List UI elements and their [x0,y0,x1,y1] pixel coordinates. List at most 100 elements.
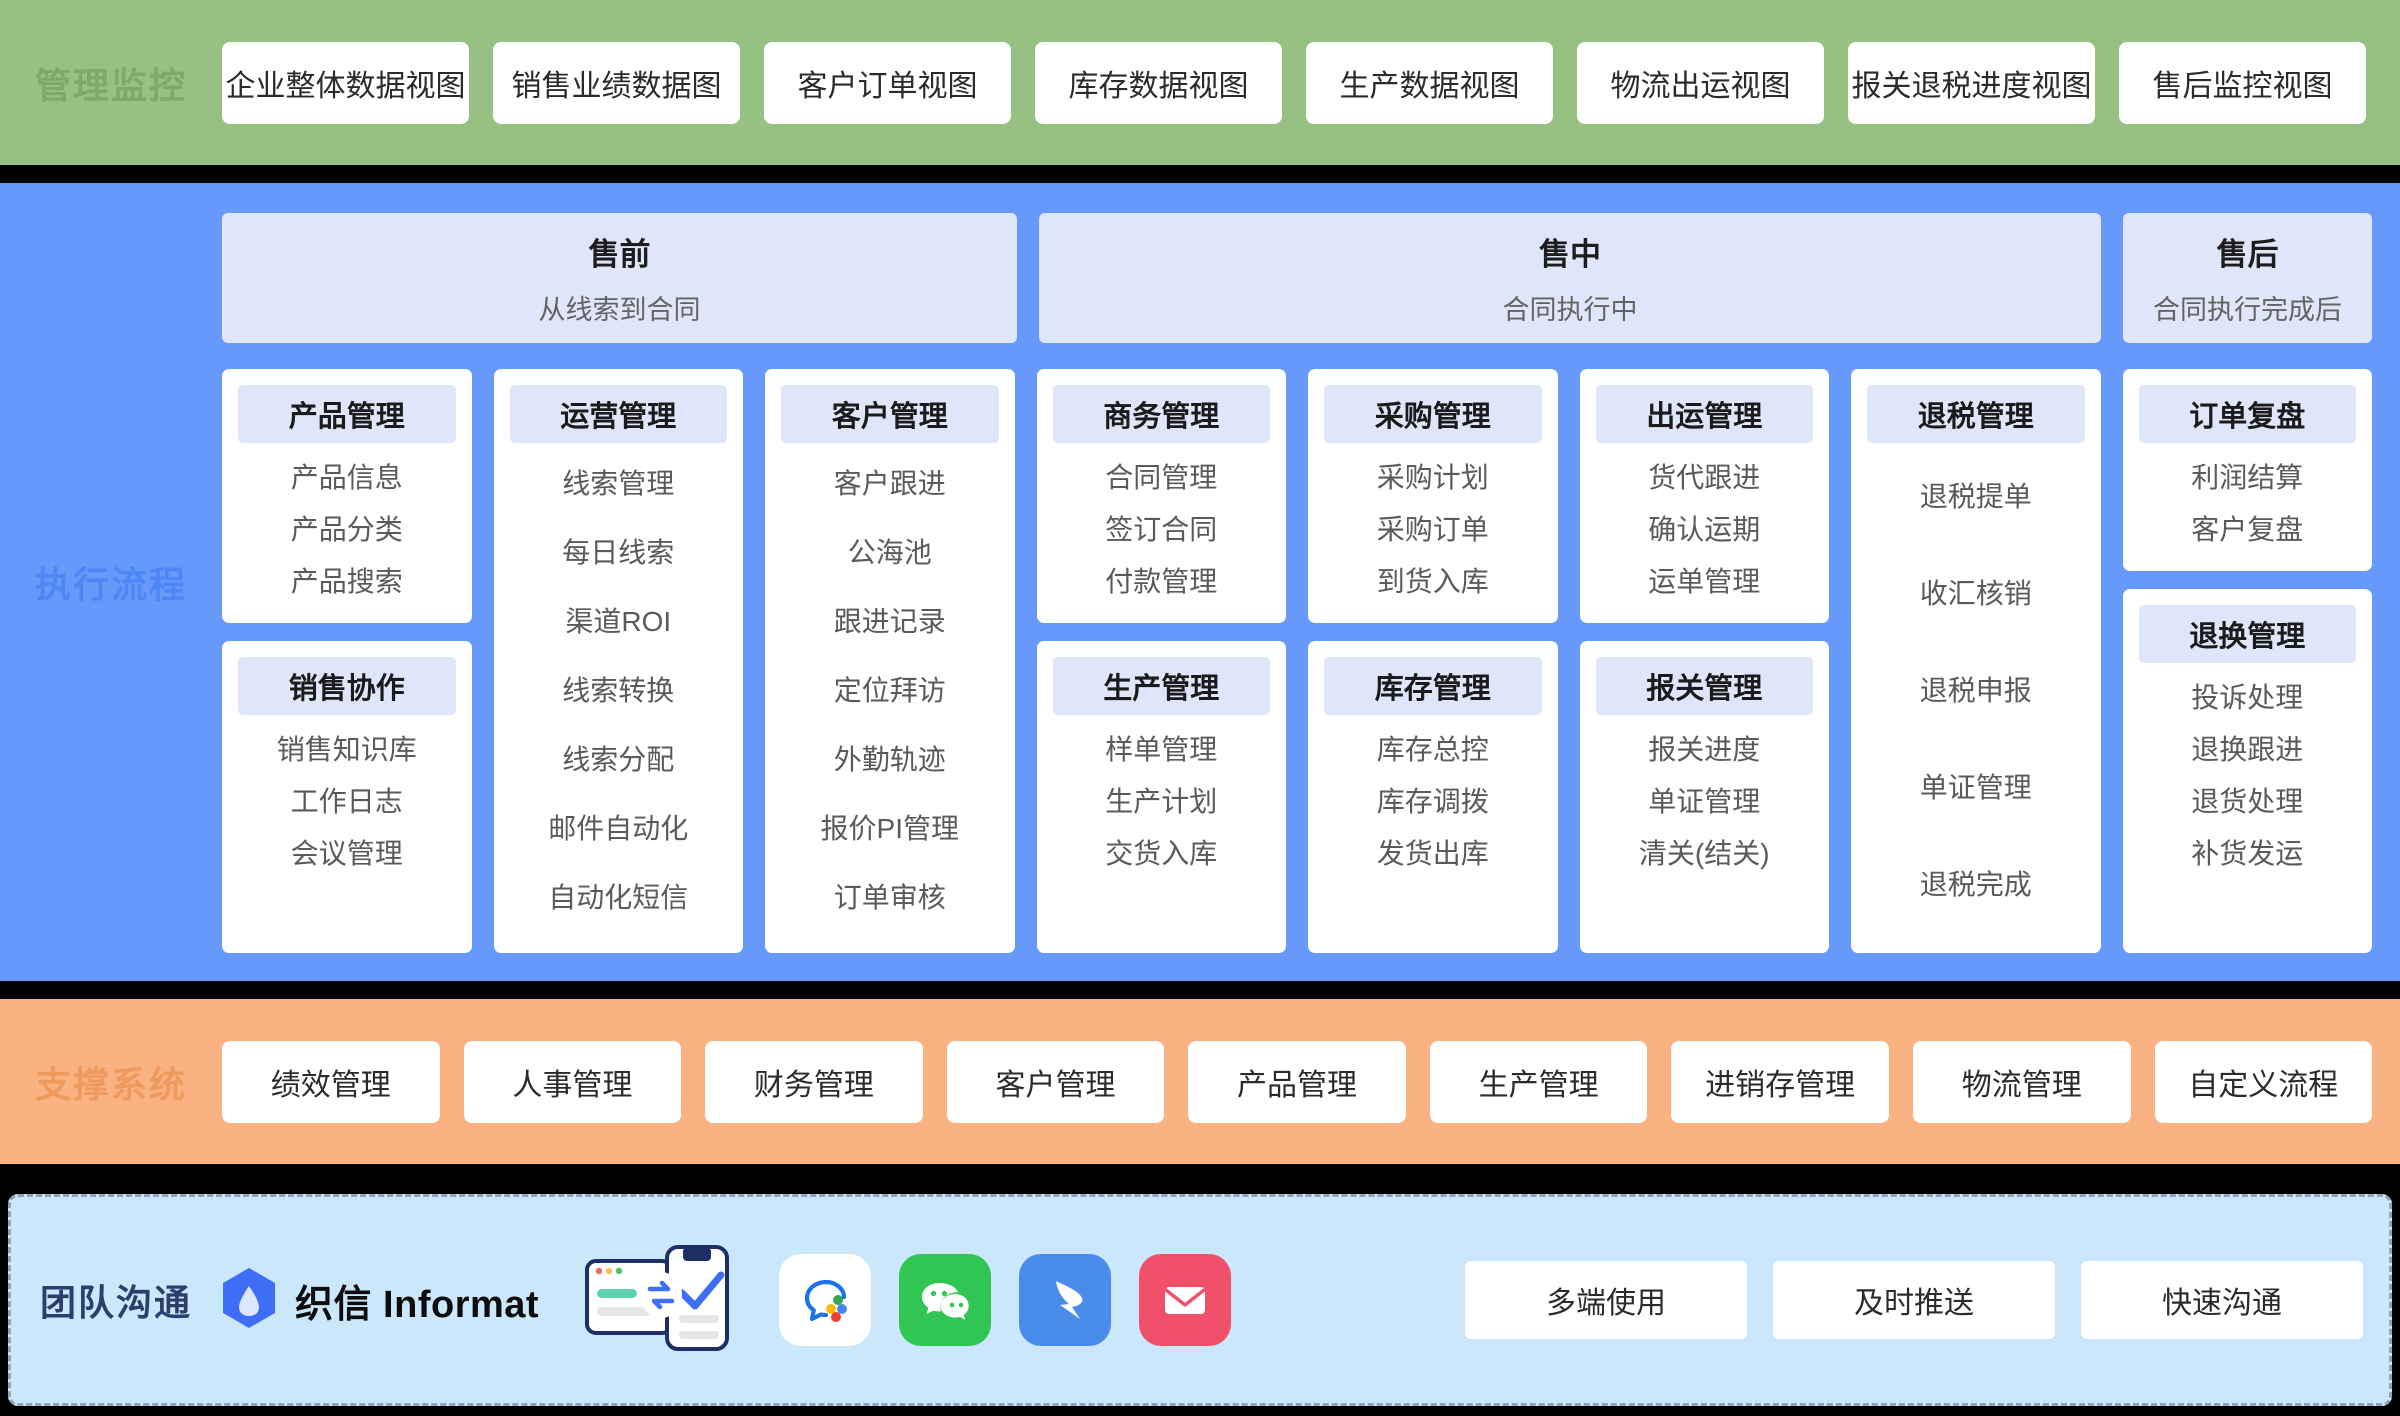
module-item[interactable]: 付款管理 [1105,566,1218,597]
management-card[interactable]: 企业整体数据视图 [222,41,469,124]
module-card[interactable]: 报关管理 报关进度 单证管理 清关(结关) [1579,641,1829,953]
module-item[interactable]: 每日线索 [562,536,675,568]
support-card[interactable]: 客户管理 [946,1040,1165,1123]
module-item[interactable]: 退换跟进 [2191,734,2304,765]
module-card[interactable]: 运营管理 线索管理 每日线索 渠道ROI 线索转换 线索分配 邮件自动化 自动化… [493,369,743,953]
module-card[interactable]: 出运管理 货代跟进 确认运期 运单管理 [1579,369,1829,623]
module-item[interactable]: 运单管理 [1648,566,1761,597]
management-card[interactable]: 物流出运视图 [1577,41,1824,124]
module-item[interactable]: 订单审核 [833,882,946,914]
communication-tag[interactable]: 及时推送 [1773,1261,2055,1339]
support-band-label: 支撑系统 [34,1063,187,1105]
execution-body: 售前 从线索到合同 售中 合同执行中 售后 合同执行完成后 产品管理 [222,183,2400,981]
module-card[interactable]: 库存管理 库存总控 库存调拨 发货出库 [1308,641,1558,953]
support-card[interactable]: 自定义流程 [2154,1040,2373,1123]
support-card[interactable]: 人事管理 [463,1040,682,1123]
chat-bubble-icon[interactable] [779,1254,872,1346]
module-card[interactable]: 销售协作 销售知识库 工作日志 会议管理 [222,641,472,953]
phase-title: 售中 [1539,237,1601,272]
module-item[interactable]: 报价PI管理 [820,813,959,845]
module-card[interactable]: 退税管理 退税提单 收汇核销 退税申报 单证管理 退税完成 [1851,369,2101,953]
support-card[interactable]: 生产管理 [1429,1040,1648,1123]
communication-tag-list: 多端使用 及时推送 快速沟通 [1273,1261,2363,1339]
module-item[interactable]: 收汇核销 [1919,578,2032,610]
module-item[interactable]: 产品搜索 [290,566,403,597]
module-card[interactable]: 订单复盘 利润结算 客户复盘 [2122,369,2372,571]
module-item[interactable]: 生产计划 [1105,786,1218,817]
wechat-icon[interactable] [899,1254,992,1346]
module-item[interactable]: 线索管理 [562,467,675,499]
module-item[interactable]: 线索分配 [562,744,675,776]
module-card[interactable]: 商务管理 合同管理 签订合同 付款管理 [1036,369,1286,623]
module-item[interactable]: 采购计划 [1376,462,1489,493]
module-item[interactable]: 签订合同 [1105,514,1218,545]
module-item[interactable]: 发货出库 [1376,838,1489,869]
module-item[interactable]: 投诉处理 [2191,682,2304,713]
support-card[interactable]: 产品管理 [1188,1040,1406,1123]
management-card[interactable]: 客户订单视图 [764,41,1011,124]
module-item[interactable]: 确认运期 [1648,514,1761,545]
module-item[interactable]: 单证管理 [1648,786,1761,817]
module-item[interactable]: 工作日志 [290,786,403,817]
module-item[interactable]: 客户跟进 [833,467,946,499]
module-card[interactable]: 生产管理 样单管理 生产计划 交货入库 [1036,641,1286,953]
module-item[interactable]: 退税申报 [1919,674,2032,706]
module-item[interactable]: 渠道ROI [565,605,672,637]
module-card[interactable]: 客户管理 客户跟进 公海池 跟进记录 定位拜访 外勤轨迹 报价PI管理 订单审核 [765,369,1015,953]
module-item[interactable]: 交货入库 [1105,838,1218,869]
support-card[interactable]: 进销存管理 [1671,1040,1889,1123]
module-item[interactable]: 报关进度 [1648,734,1761,765]
module-card-title: 产品管理 [238,385,456,443]
module-item[interactable]: 库存总控 [1376,734,1489,765]
management-card[interactable]: 库存数据视图 [1035,41,1282,124]
phase-in-sales[interactable]: 售中 合同执行中 [1039,213,2101,343]
module-item[interactable]: 产品信息 [290,462,403,493]
module-item[interactable]: 样单管理 [1105,734,1218,765]
module-item[interactable]: 货代跟进 [1648,462,1761,493]
email-icon[interactable] [1139,1254,1232,1346]
module-item[interactable]: 客户复盘 [2191,514,2304,545]
module-item[interactable]: 到货入库 [1376,566,1489,597]
module-item[interactable]: 补货发运 [2191,838,2304,869]
module-item[interactable]: 定位拜访 [833,674,946,706]
module-item[interactable]: 单证管理 [1919,771,2032,803]
module-item[interactable]: 利润结算 [2191,462,2304,493]
support-card[interactable]: 财务管理 [705,1040,923,1123]
module-item[interactable]: 自动化短信 [548,882,689,914]
execution-column: 订单复盘 利润结算 客户复盘 退换管理 投诉处理 退换跟进 退货处理 补货发运 [2122,369,2372,953]
execution-columns: 产品管理 产品信息 产品分类 产品搜索 销售协作 销售知识库 工作日志 会议管理 [222,369,2372,953]
module-card[interactable]: 采购管理 采购计划 采购订单 到货入库 [1308,369,1558,623]
module-item[interactable]: 会议管理 [290,838,403,869]
module-item[interactable]: 跟进记录 [833,605,946,637]
support-card[interactable]: 物流管理 [1912,1040,2131,1123]
module-item[interactable]: 公海池 [847,536,932,568]
module-item[interactable]: 退货处理 [2191,786,2304,817]
module-item[interactable]: 合同管理 [1105,462,1218,493]
communication-tag[interactable]: 快速沟通 [2081,1261,2363,1339]
module-item[interactable]: 销售知识库 [276,734,417,765]
module-item[interactable]: 线索转换 [562,674,675,706]
module-item[interactable]: 退税提单 [1919,481,2032,513]
module-item[interactable]: 产品分类 [290,514,403,545]
module-item-list: 合同管理 签订合同 付款管理 [1053,443,1271,603]
module-item[interactable]: 采购订单 [1376,514,1489,545]
management-card[interactable]: 销售业绩数据图 [493,41,740,124]
module-card[interactable]: 产品管理 产品信息 产品分类 产品搜索 [222,369,472,623]
module-card-title: 销售协作 [238,657,456,715]
module-item[interactable]: 外勤轨迹 [833,744,946,776]
module-card[interactable]: 退换管理 投诉处理 退换跟进 退货处理 补货发运 [2122,589,2372,953]
module-item[interactable]: 邮件自动化 [548,813,689,845]
communication-band-label: 团队沟通 [39,1282,192,1323]
dingtalk-icon[interactable] [1019,1254,1112,1346]
support-card[interactable]: 绩效管理 [222,1040,440,1123]
management-card[interactable]: 生产数据视图 [1306,41,1553,124]
module-item[interactable]: 清关(结关) [1638,838,1770,869]
module-item[interactable]: 库存调拨 [1376,786,1489,817]
phase-after-sales[interactable]: 售后 合同执行完成后 [2123,213,2372,343]
phase-pre-sales[interactable]: 售前 从线索到合同 [222,213,1017,343]
management-card[interactable]: 报关退税进度视图 [1848,41,2095,124]
execution-column: 客户管理 客户跟进 公海池 跟进记录 定位拜访 外勤轨迹 报价PI管理 订单审核 [765,369,1015,953]
module-item[interactable]: 退税完成 [1919,868,2032,900]
management-card[interactable]: 售后监控视图 [2119,41,2366,124]
communication-tag[interactable]: 多端使用 [1465,1261,1747,1339]
